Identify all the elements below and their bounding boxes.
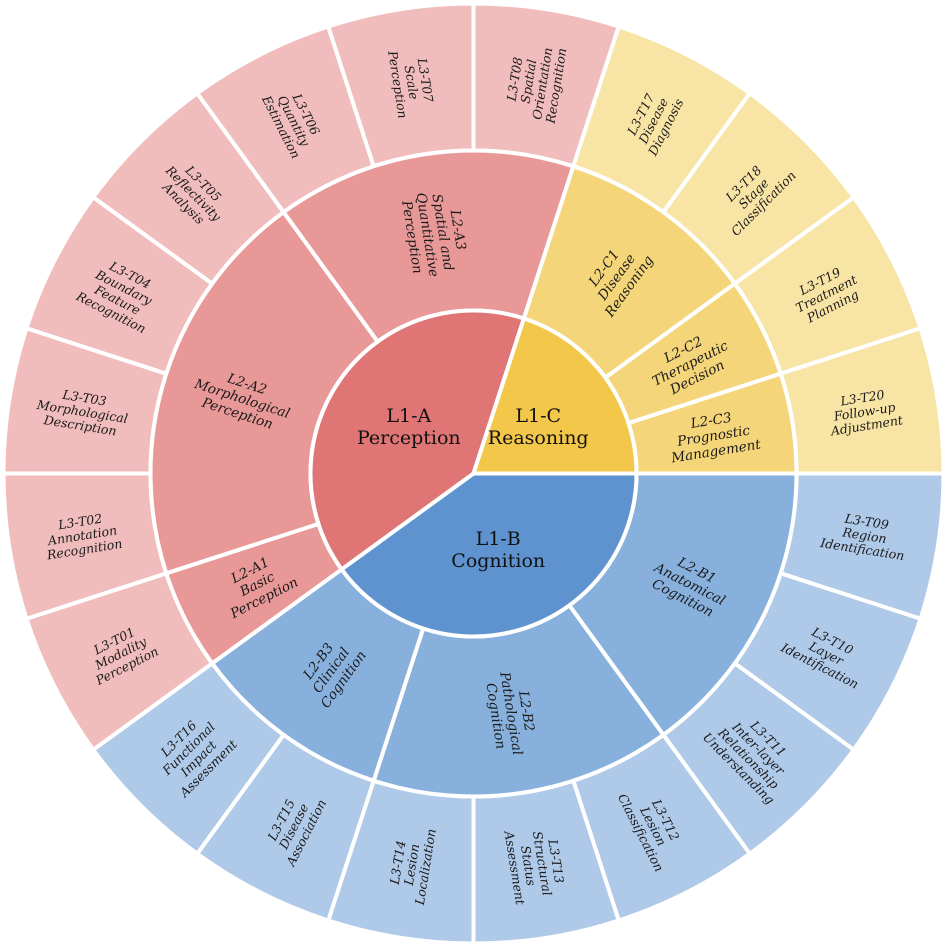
l1-segment-l1-a	[308, 308, 527, 573]
l3-label-l3-t20: L3-T20Follow-upAdjustment	[824, 384, 905, 438]
l3-label-l3-t02: L3-T02AnnotationRecognition	[41, 508, 124, 563]
l1-segment-l1-b	[338, 471, 639, 639]
l1-segment-l1-c	[470, 315, 639, 476]
middle-ring-l2	[148, 148, 799, 799]
inner-ring-l1	[308, 308, 639, 639]
